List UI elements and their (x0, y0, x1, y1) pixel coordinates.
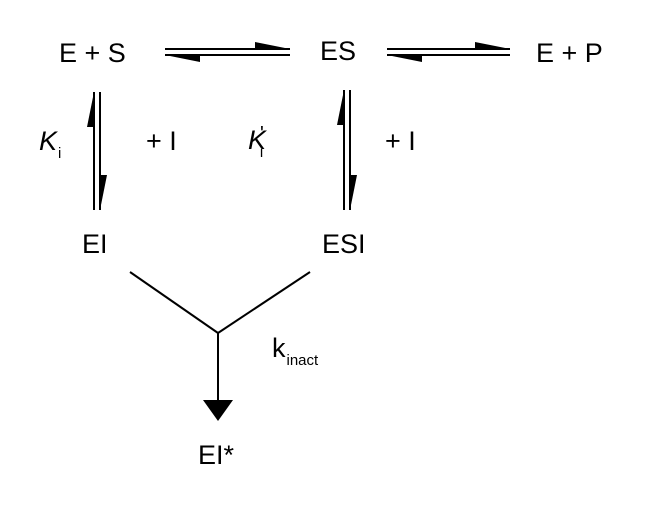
equilibrium-es-to-e-p (387, 42, 510, 62)
reverse-arrow-head (387, 55, 422, 62)
kinact-subscript: inact (286, 352, 319, 369)
equilibrium-es-to-esi (337, 90, 357, 210)
species-ei-star: EI* (198, 440, 235, 470)
down-arrow-head (100, 175, 107, 210)
inhibitor-label-left: + I (146, 126, 177, 156)
rate-constant-kinact: kinact (272, 333, 318, 369)
reverse-arrow-head (165, 55, 200, 62)
up-arrow-head (337, 90, 344, 125)
ki-subscript: i (58, 145, 62, 162)
ki-prime-subscript: i (259, 144, 264, 161)
esi-branch-line (217, 271, 311, 334)
inhibitor-label-right: + I (385, 126, 416, 156)
dissociation-constant-ki: Ki (39, 126, 61, 162)
dissociation-constant-ki-prime: K'i (248, 124, 267, 160)
ki-prime-mark: ' (260, 123, 264, 145)
ei-branch-line (129, 271, 219, 334)
equilibrium-e-to-ei (87, 92, 107, 210)
ki-prime-symbol: K (248, 125, 267, 155)
down-arrow-head (350, 175, 357, 210)
up-arrow-head (87, 92, 94, 127)
kinact-symbol: k (272, 333, 286, 363)
species-es: ES (320, 36, 357, 66)
equilibrium-e-s-to-es (165, 42, 290, 62)
species-esi: ESI (322, 229, 366, 259)
ki-symbol: K (39, 126, 58, 156)
species-ei: EI (82, 229, 108, 259)
forward-arrow-head (475, 42, 510, 49)
species-e-plus-s: E + S (59, 38, 126, 68)
species-e-plus-p: E + P (536, 38, 603, 68)
inactivation-path (129, 271, 311, 421)
inactivation-arrow-head (203, 400, 233, 421)
forward-arrow-head (255, 42, 290, 49)
